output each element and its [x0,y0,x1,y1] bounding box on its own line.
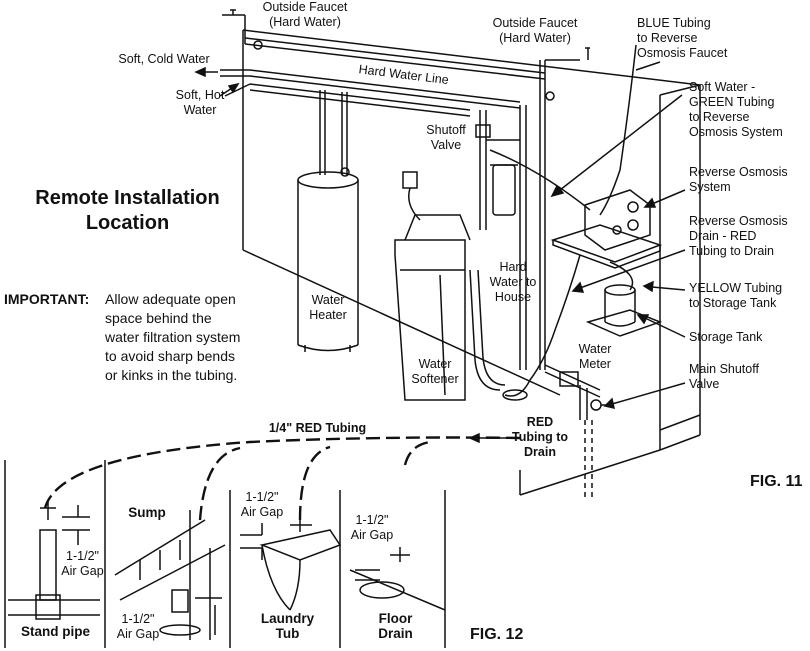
label-laundry-tub: Laundry Tub [260,611,315,641]
label-soft-hot: Soft, Hot Water [175,88,225,117]
label-ro-drain: Reverse Osmosis Drain - RED Tubing to Dr… [689,214,788,258]
outside-faucet-right [539,47,590,370]
water-meter [544,364,601,420]
heater-pipes [319,90,350,177]
label-main-shutoff: Main Shutoff Valve [689,362,759,391]
drain-panels-frame [4,460,446,648]
sediment-filter [490,164,518,216]
important-note: Allow adequate open space behind the wat… [105,291,241,383]
storage-tank [604,284,636,327]
green-tubing [489,149,591,211]
room-walls [242,29,701,496]
softener-drain [469,269,528,401]
label-sump-gap: 1-1/2" Air Gap [116,612,160,641]
water-softener [394,214,471,401]
storage-shelf [585,309,663,337]
laundry-tub-drawing [240,517,342,611]
floor-drain-drawing [349,547,446,611]
water-heater [297,171,359,352]
stand-pipe-drawing [8,500,100,620]
arrow-soft-cold [194,66,218,78]
blue-tubing [599,44,637,216]
label-water-heater: Water Heater [309,293,347,322]
label-soft-water-green: Soft Water - GREEN Tubing to Reverse Osm… [689,80,783,139]
label-storage-tank: Storage Tank [689,330,763,344]
label-water-meter: Water Meter [578,342,612,371]
arrow-main-shutoff [603,382,686,409]
label-quarter-red-tubing: 1/4" RED Tubing [268,421,367,435]
quarter-red-tubing [43,436,521,521]
arrow-ro-drain [571,249,686,293]
label-floor-drain: Floor Drain [378,611,413,641]
arrow-green-tubing [550,94,683,198]
label-outside-faucet-left: Outside Faucet (Hard Water) [262,0,348,29]
electrical-outlet [402,171,421,221]
important-label: IMPORTANT: [4,291,90,307]
label-ro-system: Reverse Osmosis System [689,165,788,194]
arrow-ro-system [643,189,686,208]
label-water-softener: Water Softener [411,357,459,386]
underground-line [584,420,593,500]
label-soft-cold: Soft, Cold Water [118,52,210,66]
label-laundry-gap: 1-1/2" Air Gap [240,490,284,519]
page-title: Remote Installation Location [35,187,220,234]
sump-drawing [114,510,226,640]
outside-faucet-left [222,9,263,50]
label-shutoff-valve: Shutoff Valve [426,123,466,152]
fig-12-label: FIG. 12 [470,626,524,643]
fig-11-label: FIG. 11 [750,473,803,490]
arrow-blue-tubing [635,61,661,71]
red-drain-tubing [504,254,581,397]
hard-water-line [220,37,546,117]
ro-shelf [550,224,663,269]
arrow-red-drain [468,432,520,444]
label-stand-pipe-gap: 1-1/2" Air Gap [61,549,104,578]
arrow-yellow [642,280,686,293]
label-floor-gap: 1-1/2" Air Gap [350,513,394,542]
label-sump: Sump [128,505,166,520]
label-stand-pipe: Stand pipe [20,624,90,639]
label-red-tubing-drain: RED Tubing to Drain [512,415,568,459]
label-yellow-tubing: YELLOW Tubing to Storage Tank [689,281,783,310]
label-blue-tubing: BLUE Tubing to Reverse Osmosis Faucet [637,16,728,60]
arrow-storage-tank [636,314,686,338]
yellow-tubing [609,261,634,291]
ro-system [584,189,651,251]
arrow-soft-hot [219,82,240,97]
label-hard-water-house: Hard Water to House [489,260,537,304]
label-outside-faucet-right: Outside Faucet (Hard Water) [492,16,578,45]
shutoff-valve-pipe [475,105,527,370]
